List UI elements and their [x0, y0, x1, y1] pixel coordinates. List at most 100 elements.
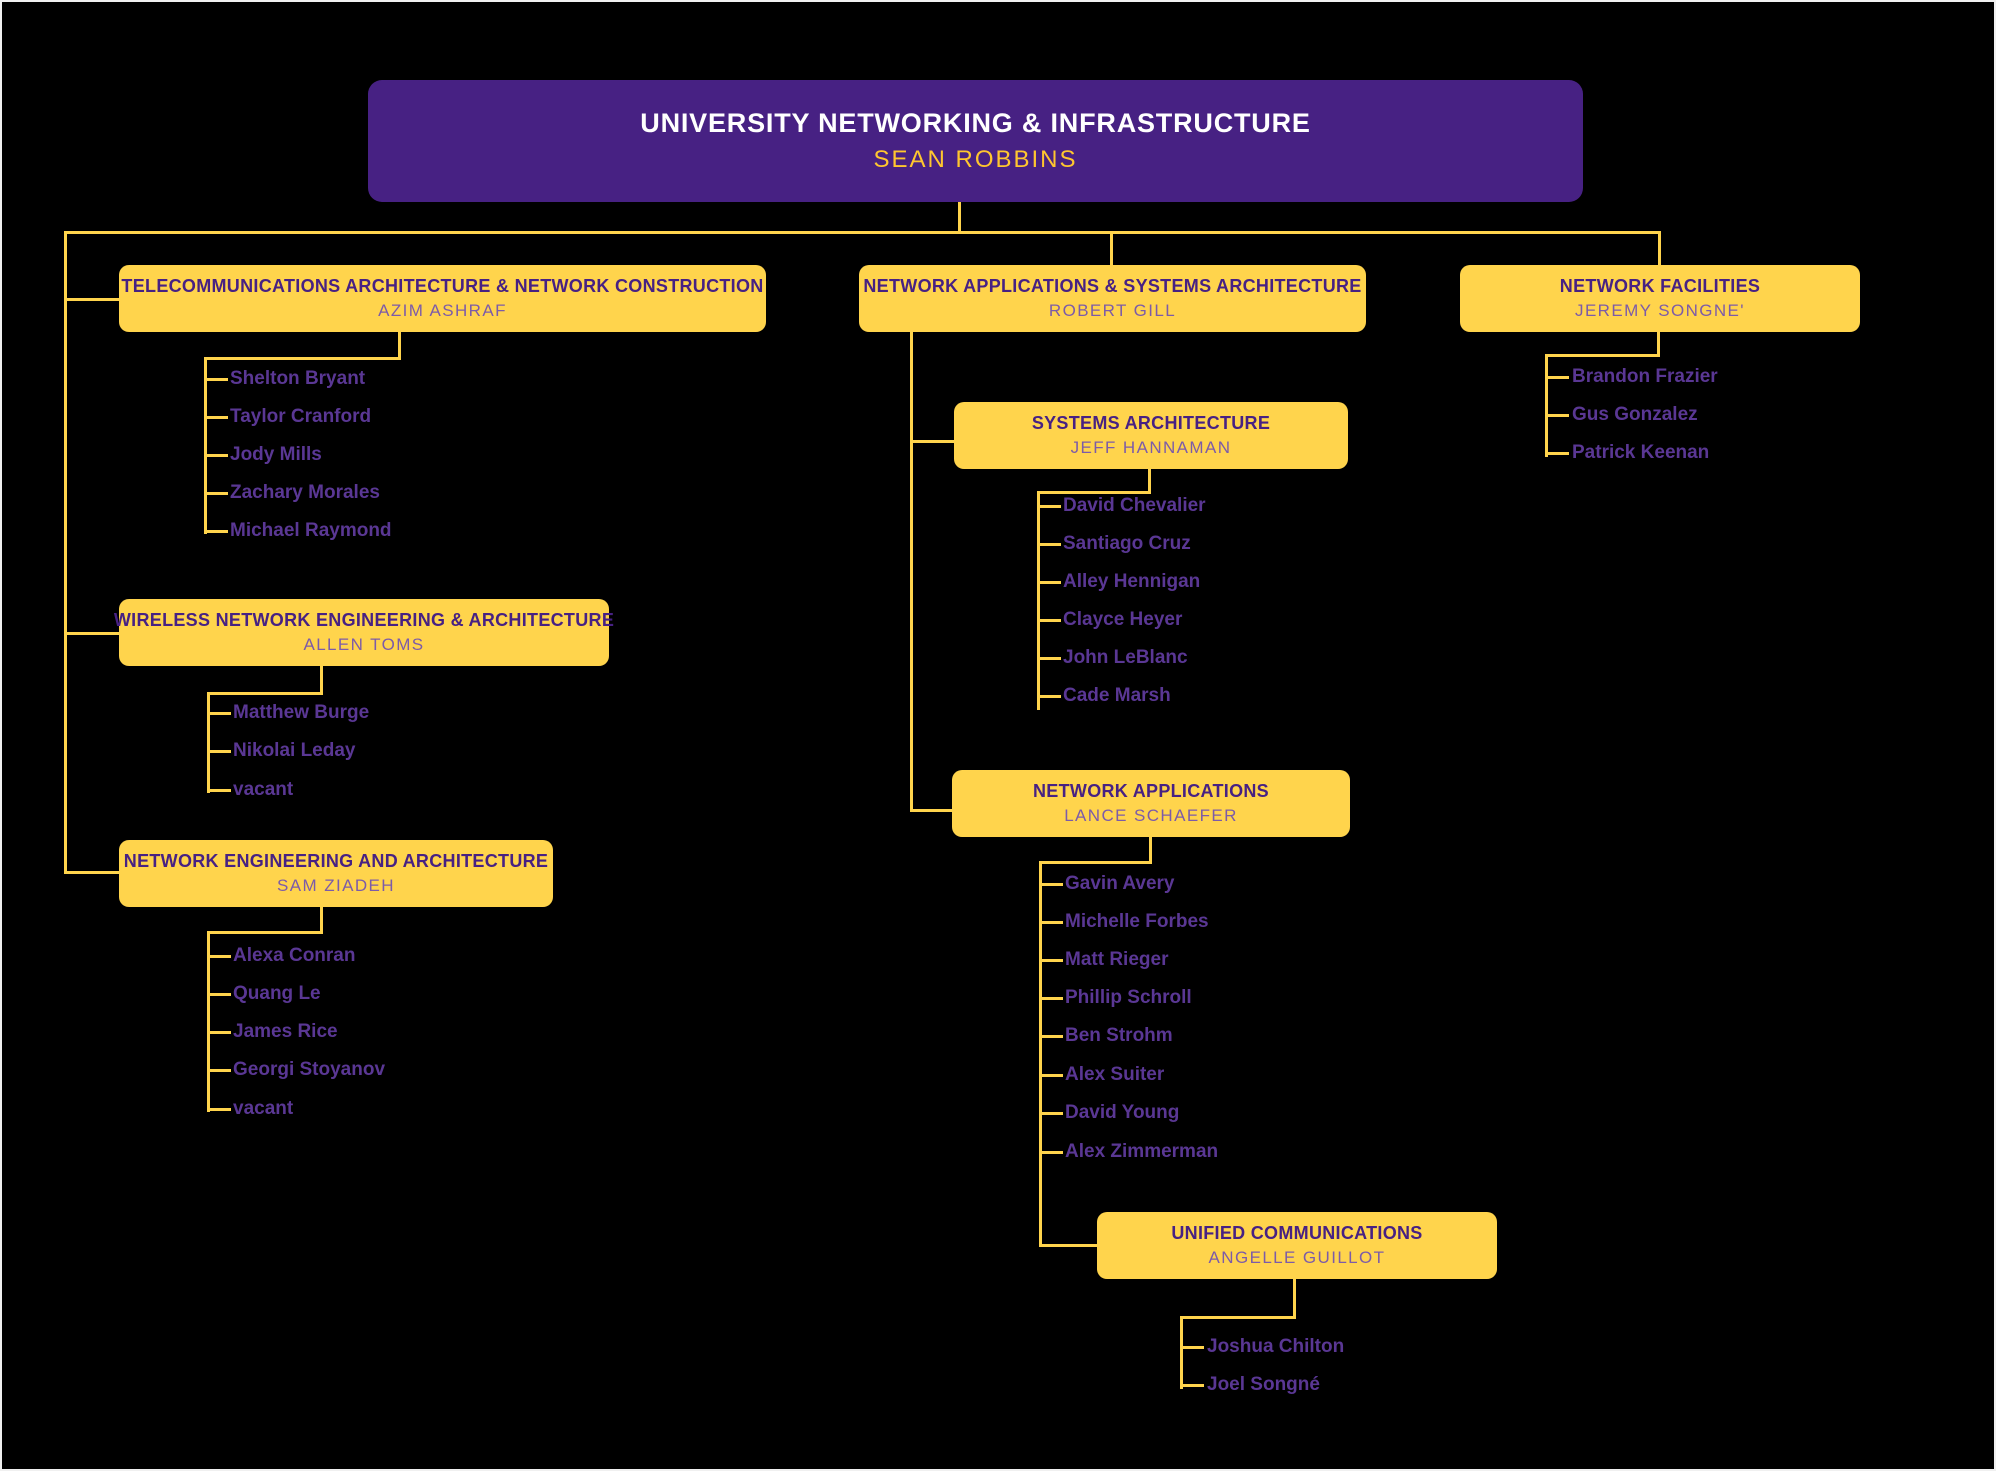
connector-line: [1037, 619, 1061, 622]
dept-title: UNIFIED COMMUNICATIONS: [1171, 1223, 1423, 1243]
org-box-telecom: TELECOMMUNICATIONS ARCHITECTURE & NETWOR…: [119, 265, 766, 332]
employee-name: Ben Strohm: [1065, 1025, 1173, 1046]
connector-line: [910, 332, 913, 812]
dept-manager-name: ROBERT GILL: [1048, 301, 1177, 320]
dept-title: WIRELESS NETWORK ENGINEERING & ARCHITECT…: [113, 610, 615, 630]
dept-title: NETWORK APPLICATIONS: [1033, 781, 1269, 801]
connector-line: [1545, 414, 1569, 417]
connector-line: [204, 378, 228, 381]
employee-name: Cade Marsh: [1063, 685, 1171, 706]
org-box-network-facilities: NETWORK FACILITIES JEREMY SONGNE': [1460, 265, 1860, 332]
connector-line: [207, 955, 231, 958]
org-root-name: SEAN ROBBINS: [873, 146, 1078, 173]
connector-line: [1039, 921, 1063, 924]
connector-line: [320, 907, 323, 934]
connector-line: [1037, 505, 1061, 508]
connector-line: [1039, 997, 1063, 1000]
connector-line: [1037, 695, 1061, 698]
connector-line: [1180, 1316, 1183, 1389]
employee-name: Quang Le: [233, 983, 321, 1004]
connector-line: [207, 789, 231, 792]
employee-name: vacant: [233, 779, 294, 800]
connector-line: [204, 357, 207, 534]
connector-line: [1180, 1384, 1204, 1387]
org-box-network-applications: NETWORK APPLICATIONS LANCE SCHAEFER: [952, 770, 1350, 837]
connector-line: [64, 298, 121, 301]
connector-line: [1039, 883, 1063, 886]
org-box-wireless: WIRELESS NETWORK ENGINEERING & ARCHITECT…: [114, 599, 614, 666]
connector-line: [398, 332, 401, 360]
connector-line: [1657, 332, 1660, 357]
connector-line: [1037, 581, 1061, 584]
employee-name: James Rice: [233, 1021, 338, 1042]
employee-name: Santiago Cruz: [1063, 533, 1191, 554]
connector-line: [1039, 1151, 1063, 1154]
dept-manager-name: AZIM ASHRAF: [378, 301, 507, 320]
connector-line: [1545, 376, 1569, 379]
employee-name: Alex Suiter: [1065, 1064, 1165, 1085]
connector-line: [64, 231, 1661, 234]
employee-name: Alexa Conran: [233, 945, 356, 966]
dept-manager-name: JEFF HANNAMAN: [1070, 438, 1232, 457]
connector-line: [1110, 231, 1113, 267]
connector-line: [958, 202, 961, 234]
connector-line: [1039, 861, 1152, 864]
employee-name: Brandon Frazier: [1572, 366, 1718, 387]
employee-name: Nikolai Leday: [233, 740, 356, 761]
dept-manager-name: SAM ZIADEH: [277, 876, 395, 895]
employee-name: Jody Mills: [230, 444, 322, 465]
connector-line: [1037, 543, 1061, 546]
connector-line: [207, 931, 323, 934]
employee-name: David Chevalier: [1063, 495, 1206, 516]
connector-line: [1037, 657, 1061, 660]
org-root-title: UNIVERSITY NETWORKING & INFRASTRUCTURE: [640, 108, 1311, 138]
employee-name: Alex Zimmerman: [1065, 1141, 1219, 1162]
connector-line: [1545, 452, 1569, 455]
employee-name: Georgi Stoyanov: [233, 1059, 386, 1080]
employee-name: Matt Rieger: [1065, 949, 1169, 970]
connector-line: [1545, 354, 1548, 457]
connector-line: [320, 666, 323, 695]
connector-line: [1037, 491, 1151, 494]
connector-line: [1039, 1074, 1063, 1077]
connector-line: [1545, 354, 1660, 357]
org-box-unified-communications: UNIFIED COMMUNICATIONS ANGELLE GUILLOT: [1097, 1212, 1497, 1279]
connector-line: [204, 530, 228, 533]
connector-line: [1180, 1346, 1204, 1349]
dept-title: NETWORK FACILITIES: [1559, 276, 1761, 296]
connector-line: [204, 357, 401, 360]
dept-title: TELECOMMUNICATIONS ARCHITECTURE & NETWOR…: [121, 276, 764, 296]
connector-line: [1180, 1316, 1296, 1319]
employee-name: Alley Hennigan: [1063, 571, 1201, 592]
employee-name: Matthew Burge: [233, 702, 370, 723]
connector-line: [1039, 1244, 1099, 1247]
connector-line: [207, 692, 210, 793]
connector-line: [1039, 959, 1063, 962]
connector-line: [204, 454, 228, 457]
connector-line: [207, 750, 231, 753]
employee-name: Michael Raymond: [230, 520, 392, 541]
connector-line: [1037, 491, 1040, 710]
dept-title: NETWORK APPLICATIONS & SYSTEMS ARCHITECT…: [863, 276, 1362, 296]
employee-name: David Young: [1065, 1102, 1180, 1123]
org-box-university-networking: UNIVERSITY NETWORKING & INFRASTRUCTURE S…: [368, 80, 1583, 202]
dept-title: SYSTEMS ARCHITECTURE: [1031, 413, 1271, 433]
connector-line: [1039, 1112, 1063, 1115]
connector-line: [1039, 861, 1042, 1247]
connector-line: [64, 871, 121, 874]
employee-name: vacant: [233, 1098, 294, 1119]
connector-line: [207, 1031, 231, 1034]
connector-line: [207, 692, 323, 695]
employee-name: Phillip Schroll: [1065, 987, 1192, 1008]
connector-line: [204, 416, 228, 419]
connector-line: [1658, 231, 1661, 267]
connector-line: [207, 712, 231, 715]
connector-line: [207, 1108, 231, 1111]
org-box-systems-architecture: SYSTEMS ARCHITECTURE JEFF HANNAMAN: [954, 402, 1348, 469]
connector-line: [64, 231, 67, 874]
employee-name: Taylor Cranford: [230, 406, 372, 427]
employee-name: John LeBlanc: [1063, 647, 1188, 668]
dept-manager-name: ANGELLE GUILLOT: [1208, 1248, 1386, 1267]
connector-line: [1293, 1279, 1296, 1319]
